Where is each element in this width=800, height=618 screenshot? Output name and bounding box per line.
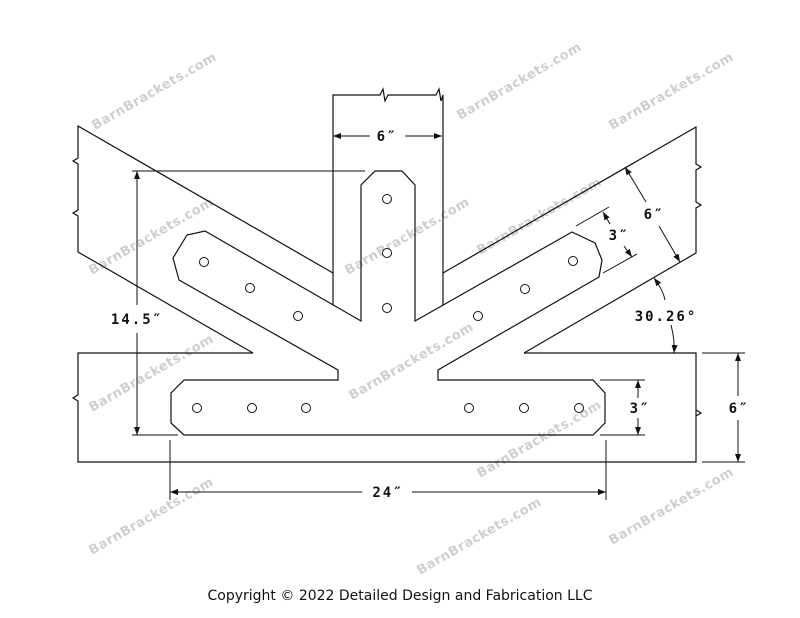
timber-outlines <box>71 87 703 463</box>
watermark: BarnBrackets.com <box>87 332 217 416</box>
watermark: BarnBrackets.com <box>87 195 217 279</box>
bolt-hole <box>473 311 483 321</box>
bolt-hole <box>574 403 584 413</box>
post-width-label: 6″ <box>377 129 398 145</box>
watermark: BarnBrackets.com <box>607 50 737 134</box>
rafter-strap-width-label: 3″ <box>609 228 630 244</box>
beam <box>71 352 703 463</box>
bolt-hole <box>382 303 392 313</box>
bolt-hole <box>464 403 474 413</box>
bolt-hole <box>199 257 209 267</box>
bracket-length-label: 24″ <box>372 485 403 501</box>
bolt-hole <box>247 403 257 413</box>
watermark: BarnBrackets.com <box>455 40 585 124</box>
watermark: BarnBrackets.com <box>347 320 477 404</box>
bolt-hole <box>192 403 202 413</box>
watermark: BarnBrackets.com <box>87 475 217 559</box>
right-rafter <box>442 125 703 354</box>
post <box>332 87 444 305</box>
beam-strap-width-label: 3″ <box>630 401 651 417</box>
beam-depth-label: 6″ <box>729 401 750 417</box>
bolt-hole <box>382 248 392 258</box>
bolt-holes <box>192 194 584 413</box>
rafter-depth-label: 6″ <box>644 207 665 223</box>
left-rafter <box>71 124 334 354</box>
watermark: BarnBrackets.com <box>607 465 737 549</box>
bolt-hole <box>293 311 303 321</box>
watermark: BarnBrackets.com <box>343 195 473 279</box>
dimension-labels: 6″ 14.5″ 24″ 3″ 6″ 6″ 3″ 30.26° <box>104 129 750 501</box>
rafter-angle-label: 30.26° <box>635 309 698 325</box>
bolt-hole <box>245 283 255 293</box>
bracket-plate <box>170 170 606 436</box>
watermark: BarnBrackets.com <box>475 398 605 482</box>
dimension-lines <box>132 133 745 500</box>
watermark: BarnBrackets.com <box>415 495 545 579</box>
watermark: BarnBrackets.com <box>475 175 605 259</box>
bolt-hole <box>382 194 392 204</box>
bolt-hole <box>519 403 529 413</box>
bolt-hole <box>520 284 530 294</box>
bolt-hole <box>301 403 311 413</box>
bolt-hole <box>568 256 578 266</box>
bracket-height-label: 14.5″ <box>111 312 163 328</box>
watermark: BarnBrackets.com <box>90 50 220 134</box>
copyright-footer: Copyright © 2022 Detailed Design and Fab… <box>207 588 593 604</box>
